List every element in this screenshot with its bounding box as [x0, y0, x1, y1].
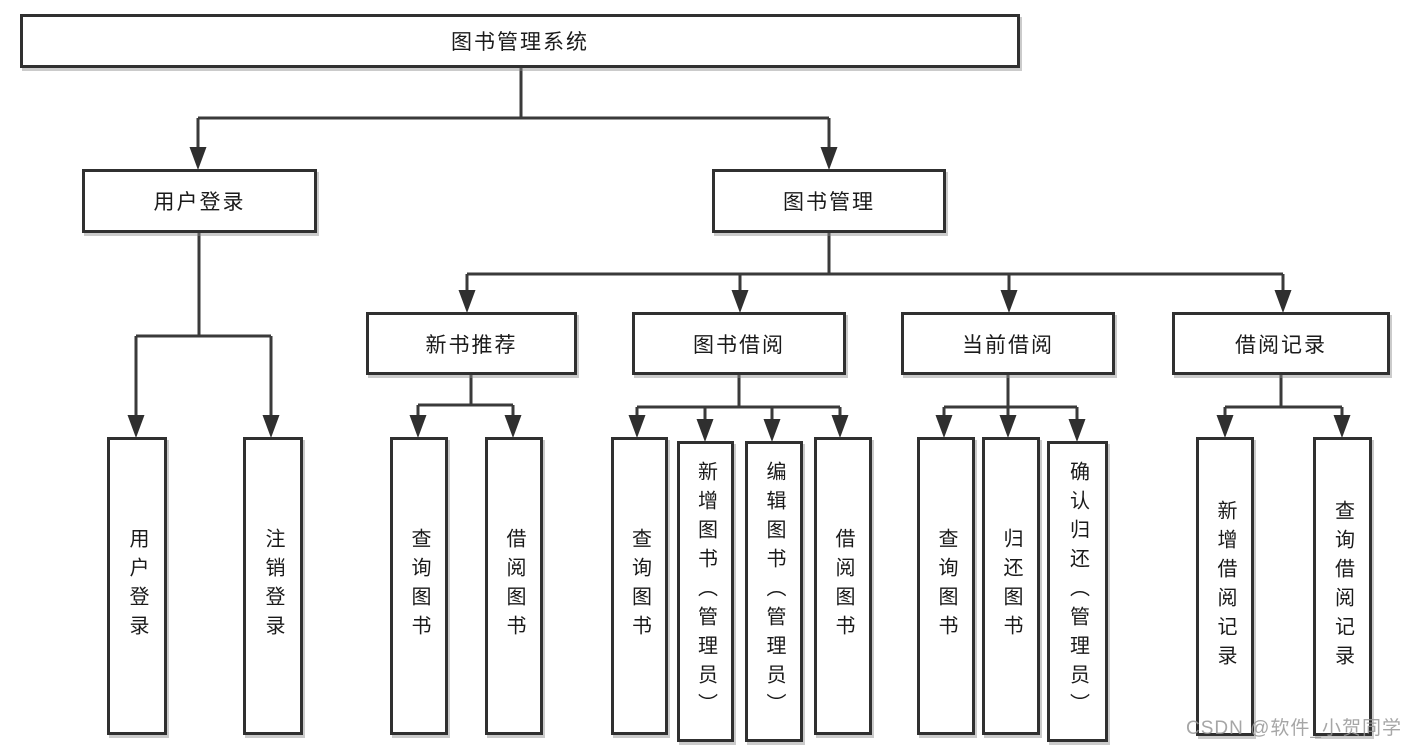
leaf-label: 归还图书: [1000, 528, 1022, 644]
leaf-label: 查询图书: [628, 528, 651, 644]
leaf-add-borrow-record: 新增借阅记录: [1196, 437, 1254, 736]
leaf-add-book-admin: 新增图书（管理员）: [677, 441, 734, 742]
connector-segments: [134, 68, 1344, 432]
node-label: 图书管理: [783, 191, 875, 214]
node-book-borrow: 图书借阅: [632, 312, 846, 375]
leaf-label: 新增借阅记录: [1214, 499, 1236, 674]
leaf-borrow-book-1: 借阅图书: [485, 437, 543, 735]
leaf-label: 查询借阅记录: [1331, 499, 1354, 674]
leaf-label: 借阅图书: [832, 528, 854, 644]
node-book-management: 图书管理: [712, 169, 946, 233]
node-current-borrow: 当前借阅: [901, 312, 1115, 375]
watermark: CSDN @软件_小贺同学: [1186, 718, 1402, 739]
leaf-query-book-2: 查询图书: [611, 437, 668, 735]
leaf-label: 用户登录: [126, 528, 148, 644]
leaf-label: 借阅图书: [503, 528, 525, 644]
leaf-query-book-1: 查询图书: [390, 437, 448, 735]
node-borrow-record: 借阅记录: [1172, 312, 1390, 375]
leaf-label: 确认归还（管理员）: [1066, 461, 1089, 722]
leaf-return-book: 归还图书: [982, 437, 1040, 735]
leaf-query-book-3: 查询图书: [917, 437, 975, 735]
leaf-label: 新增图书（管理员）: [694, 461, 717, 722]
leaf-logout: 注销登录: [243, 437, 303, 735]
node-user-login: 用户登录: [82, 169, 317, 233]
root-node-label: 图书管理系统: [451, 31, 589, 54]
leaf-query-borrow-record: 查询借阅记录: [1313, 437, 1372, 736]
leaf-label: 注销登录: [262, 528, 284, 644]
node-label: 新书推荐: [425, 333, 518, 357]
leaf-label: 查询图书: [408, 528, 430, 644]
leaf-user-login: 用户登录: [107, 437, 167, 735]
leaf-label: 查询图书: [935, 528, 957, 644]
node-label: 借阅记录: [1235, 333, 1327, 357]
node-new-book-recommend: 新书推荐: [366, 312, 577, 375]
node-label: 图书借阅: [693, 333, 785, 357]
leaf-label: 编辑图书（管理员）: [763, 461, 785, 722]
leaf-borrow-book-2: 借阅图书: [814, 437, 872, 735]
node-label: 用户登录: [153, 191, 246, 214]
leaf-confirm-return-admin: 确认归还（管理员）: [1047, 441, 1108, 742]
leaf-edit-book-admin: 编辑图书（管理员）: [745, 441, 803, 742]
node-label: 当前借阅: [962, 333, 1054, 357]
root-node: 图书管理系统: [20, 14, 1020, 68]
